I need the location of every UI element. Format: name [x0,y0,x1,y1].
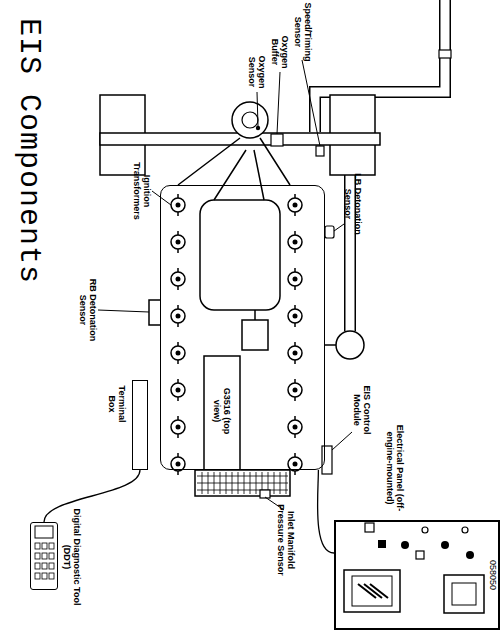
ignition-transformer [288,305,302,327]
keypad-key [49,543,54,549]
ddt-screen [35,526,53,538]
panel-knob [401,541,409,549]
turbocharger [232,102,268,138]
callout-label: Oxygen Buffer [270,32,290,72]
exhaust-pipe-fill [315,0,445,331]
keypad-key [35,563,40,569]
callout-label: Speed/Timing Sensor [293,0,313,64]
throttle-link [254,310,256,320]
ignition-transformer [288,342,302,364]
intake-plenum [200,200,280,310]
ignition-transformer [171,379,185,401]
panel-display [344,570,400,612]
callout-label: RB Detonation Sensor [78,272,98,348]
keypad-key [35,553,40,559]
ignition-transformer [288,194,302,216]
inlet-pressure-sensor [260,490,270,498]
ignition-transformer [288,416,302,438]
diagnostic-tool: Digital Diagnostic Tool (DDT) [30,522,58,590]
speed-timing-sensor [316,146,324,156]
ignition-transformer [171,231,185,253]
grille-hatching [197,472,288,494]
callout-label: EIS Control Module [352,380,372,440]
ignition-transformer [288,231,302,253]
callout-label: Inlet Manifold Pressure Sensor [276,500,296,580]
node-label: G3516 (top view) [212,386,232,436]
aftercooler-grille [195,470,290,496]
electrical-panel: Electrical Panel (off-engine-mounted) [334,520,500,630]
oxygen-buffer [271,134,283,146]
node-label: Electrical Panel (off-engine-mounted) [385,418,405,518]
keypad-key [35,573,40,579]
node-label: Terminal Box [107,379,127,429]
panel-switch [444,575,484,613]
panel-knob [441,541,449,549]
panel-switch-face [452,583,476,605]
oxygen-sensor [256,126,260,130]
keypad-key [49,563,54,569]
exhaust-pipe-outline [315,0,445,331]
ignition-transformer [288,268,302,290]
keypad-key [42,543,47,549]
keypad-key [42,563,47,569]
cable-line [318,470,334,553]
panel-indicator [365,523,374,532]
callout-label: LB Detonation Sensor [343,166,363,242]
throttle-body [242,320,268,350]
pipe-coupler [439,50,451,58]
panel-knob [466,551,474,559]
panel-lamp [462,527,468,533]
ignition-transformer [171,453,185,475]
ignition-transformer [171,194,185,216]
turbo-hub [242,112,258,128]
figure-number: 058050 [488,560,498,620]
ignition-transformer [288,379,302,401]
rb-detonation-sensor [149,300,160,325]
ignition-transformer [171,342,185,364]
keypad-key [42,553,47,559]
panel-lamp [422,527,428,533]
keypad-key [35,543,40,549]
diagram-title: EIS Components [12,18,46,284]
intake-duct [204,356,240,478]
keypad-key [49,553,54,559]
leader-line [98,60,352,510]
ignition-transformer [171,305,185,327]
lb-detonation-sensor [325,226,334,238]
ignition-transformer [171,416,185,438]
eis-control-module [322,446,332,474]
callout-label: Ignition Transformers [132,158,152,224]
exhaust-stub [324,344,336,346]
panel-display-window [352,576,392,606]
ignition-transformer [171,268,185,290]
callout-label: Oxygen Sensor [247,52,267,92]
display-marks [358,584,388,598]
terminal-box: Terminal Box [132,380,148,470]
exhaust-elbow [336,331,364,359]
engine-block: G3516 (top view) [160,185,325,470]
ignition-transformer [288,453,302,475]
keypad-key [49,573,54,579]
panel-indicator [378,540,386,548]
cable-line [44,470,140,522]
panel-indicator [416,551,424,559]
exhaust-manifold [178,138,290,200]
keypad-key [42,573,47,579]
node-label: Digital Diagnostic Tool (DDT) [62,507,82,607]
